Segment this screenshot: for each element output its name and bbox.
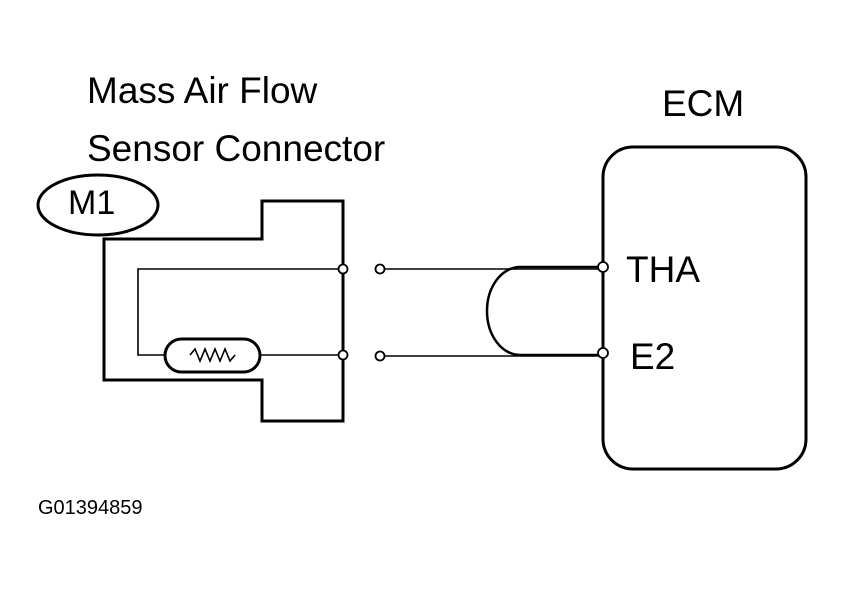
ecm-box	[601, 145, 808, 471]
sensor-title-line2: Sensor Connector	[87, 128, 386, 169]
harness-terminal-tha	[374, 263, 386, 275]
ecm-pin-tha-label: THA	[626, 249, 700, 290]
ecm-terminal-tha	[597, 261, 609, 273]
connector-id-oval	[36, 173, 160, 237]
ecm-pin-e2-label: E2	[630, 336, 676, 377]
harness-terminal-e2	[374, 350, 386, 362]
resistor-zigzag-icon	[189, 346, 236, 364]
connector-id-label: M1	[68, 184, 116, 222]
sensor-title-line1: Mass Air Flow	[87, 70, 318, 111]
ecm-terminal-e2	[597, 347, 609, 359]
sensor-wire-tha	[137, 268, 343, 356]
sensor-terminal-tha	[337, 263, 349, 275]
sensor-terminal-e2	[337, 349, 349, 361]
sensor-connector-housing	[102, 199, 345, 423]
tha-e2-loop-wire	[485, 265, 603, 357]
ecm-label: ECM	[662, 83, 745, 124]
figure-code: G01394859	[38, 497, 143, 519]
